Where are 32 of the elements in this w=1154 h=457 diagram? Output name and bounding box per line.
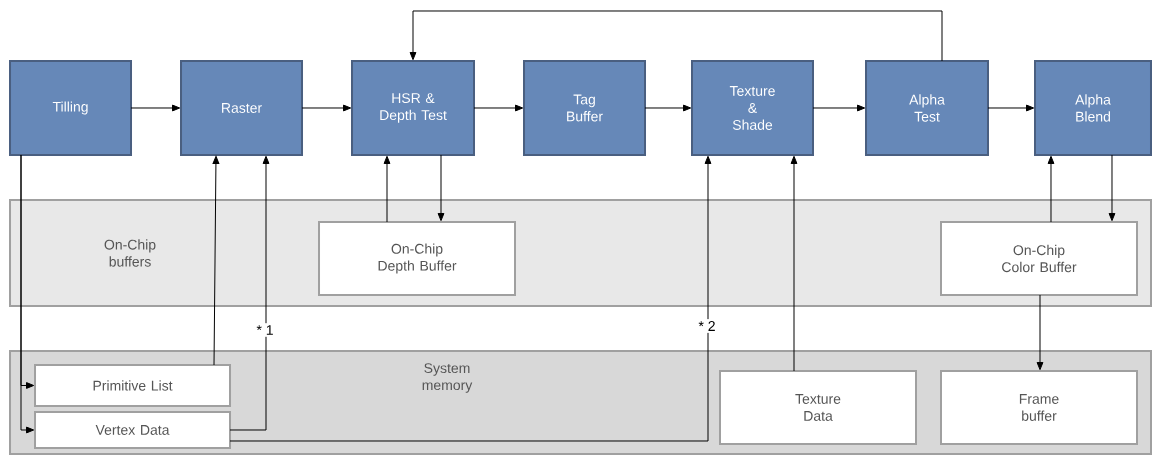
buffer-box: On-Chip Color Buffer xyxy=(940,221,1138,296)
arrow xyxy=(812,104,866,112)
arrow xyxy=(644,104,692,112)
edge-label: * 1 xyxy=(254,323,276,337)
buffer-box: Frame buffer xyxy=(940,370,1138,445)
buffer-box: On-Chip Depth Buffer xyxy=(318,221,516,296)
buffer-box: Primitive List xyxy=(34,364,231,407)
process-box: Alpha Blend xyxy=(1034,60,1152,156)
buffer-box: Vertex Data xyxy=(34,411,231,449)
buffer-box: Texture Data xyxy=(719,370,917,445)
arrow xyxy=(130,104,181,112)
arrow xyxy=(212,155,220,366)
arrow xyxy=(1108,154,1116,222)
arrow xyxy=(790,155,798,372)
arrow xyxy=(987,104,1035,112)
arrow xyxy=(409,10,943,62)
arrow xyxy=(229,155,270,431)
process-box: Tilling xyxy=(9,60,132,156)
arrow xyxy=(473,104,524,112)
arrow xyxy=(301,104,352,112)
arrow xyxy=(383,155,391,223)
edge-label: * 2 xyxy=(696,319,718,333)
arrow xyxy=(437,154,445,222)
process-box: Tag Buffer xyxy=(523,60,646,156)
process-box: Texture & Shade xyxy=(691,60,814,156)
process-box: Raster xyxy=(180,60,303,156)
arrow xyxy=(1047,155,1055,223)
process-box: HSR & Depth Test xyxy=(351,60,475,156)
arrow xyxy=(1036,294,1044,371)
process-box: Alpha Test xyxy=(865,60,989,156)
arrow xyxy=(229,155,712,442)
arrow xyxy=(20,154,35,434)
